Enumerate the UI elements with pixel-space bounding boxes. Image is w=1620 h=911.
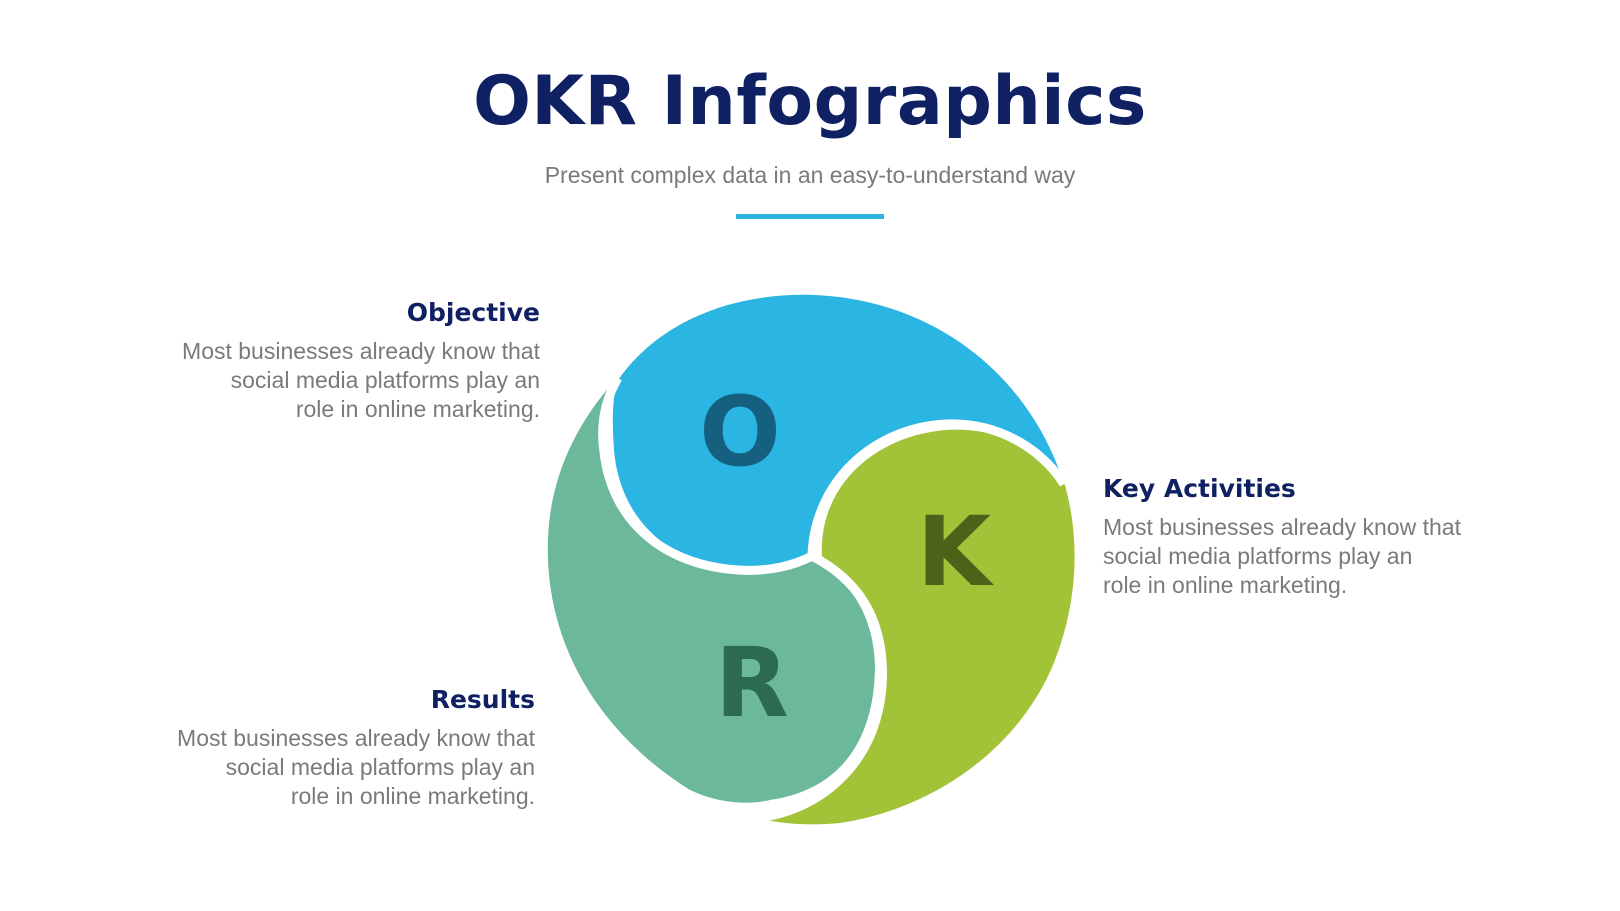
letter-o: O <box>699 376 781 488</box>
segment-key-activities <box>758 429 1075 825</box>
separator-line <box>757 552 887 823</box>
key-activities-line: role in online marketing. <box>1103 572 1348 598</box>
results-line: role in online marketing. <box>290 783 535 809</box>
title-underline-divider <box>736 214 884 219</box>
results-description: Most businesses already know that social… <box>115 724 535 811</box>
segment-results <box>547 378 875 803</box>
objective-line: Most businesses already know that <box>182 338 540 364</box>
results-line: Most businesses already know that <box>177 725 535 751</box>
objective-block: Objective Most businesses already know t… <box>120 298 540 424</box>
key-activities-line: social media platforms play an <box>1103 543 1413 569</box>
objective-line: social media platforms play an <box>230 367 540 393</box>
separator-line <box>598 375 815 575</box>
objective-line: role in online marketing. <box>295 396 540 422</box>
key-activities-description: Most businesses already know that social… <box>1103 513 1523 600</box>
segment-objective <box>612 294 1062 570</box>
letter-r: R <box>715 627 789 739</box>
letter-k: K <box>917 496 995 608</box>
key-activities-block: Key Activities Most businesses already k… <box>1103 474 1523 600</box>
page-subtitle: Present complex data in an easy-to-under… <box>544 162 1076 188</box>
page-title: OKR Infographics <box>473 62 1147 141</box>
key-activities-line: Most businesses already know that <box>1103 514 1461 540</box>
objective-heading: Objective <box>406 298 540 327</box>
objective-description: Most businesses already know that social… <box>120 337 540 424</box>
results-block: Results Most businesses already know tha… <box>115 685 535 811</box>
results-line: social media platforms play an <box>225 754 535 780</box>
key-activities-heading: Key Activities <box>1103 474 1296 503</box>
separator-line <box>807 419 1068 557</box>
results-heading: Results <box>430 685 535 714</box>
